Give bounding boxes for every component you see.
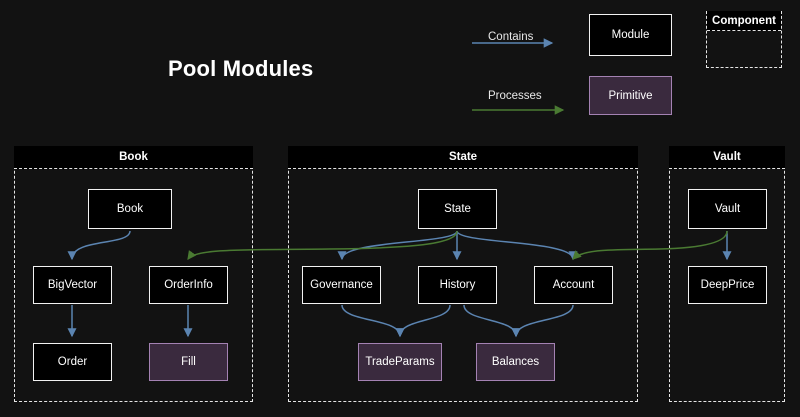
legend-component-label: Component <box>707 11 781 31</box>
legend-component-box: Component <box>706 11 782 68</box>
node-balances[interactable]: Balances <box>476 343 555 381</box>
page-title: Pool Modules <box>168 56 314 81</box>
component-book-label: Book <box>14 146 253 169</box>
component-book: Book <box>14 146 253 402</box>
node-fill[interactable]: Fill <box>149 343 228 381</box>
legend-processes-label: Processes <box>488 90 542 102</box>
node-book[interactable]: Book <box>88 189 172 229</box>
node-order[interactable]: Order <box>33 343 112 381</box>
component-vault-label: Vault <box>669 146 785 169</box>
node-deepprice[interactable]: DeepPrice <box>688 266 767 304</box>
component-state: State <box>288 146 638 402</box>
node-vault[interactable]: Vault <box>688 189 767 229</box>
component-state-label: State <box>288 146 638 169</box>
node-history[interactable]: History <box>418 266 497 304</box>
node-bigvector[interactable]: BigVector <box>33 266 112 304</box>
node-tradeparams[interactable]: TradeParams <box>358 343 442 381</box>
legend-module-box: Module <box>589 14 672 56</box>
legend-primitive-box: Primitive <box>589 76 672 115</box>
node-account[interactable]: Account <box>534 266 613 304</box>
component-vault: Vault <box>669 146 785 402</box>
node-state[interactable]: State <box>418 189 497 229</box>
node-orderinfo[interactable]: OrderInfo <box>149 266 228 304</box>
node-governance[interactable]: Governance <box>302 266 381 304</box>
legend-contains-label: Contains <box>488 31 534 43</box>
